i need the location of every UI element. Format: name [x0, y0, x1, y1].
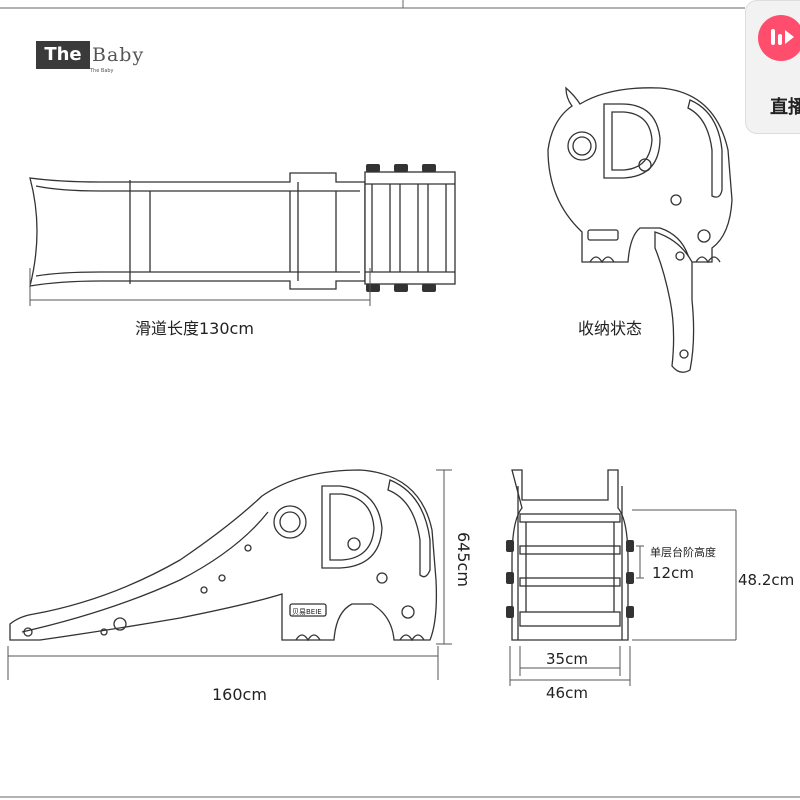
ladder-height-label: 48.2cm [738, 571, 794, 589]
step-height-value: 12cm [652, 564, 694, 582]
live-stream-label[interactable]: 直播 [770, 97, 800, 118]
slide-length-label: 滑道长度130cm [135, 319, 254, 338]
overall-height-label: 645cm [454, 532, 473, 587]
step-height-label: 单层台阶高度 [650, 545, 716, 559]
side-elephant-drawing [9, 469, 438, 642]
live-stream-icon[interactable] [758, 15, 800, 61]
logo-word: Baby [92, 44, 145, 66]
front-ladder-drawing [506, 469, 634, 641]
side-view-dimension-lines [7, 469, 452, 680]
front-view-dimension-lines [509, 509, 737, 686]
folded-state-label: 收纳状态 [578, 319, 642, 338]
folded-elephant-drawing [547, 86, 733, 373]
inner-width-label: 35cm [546, 650, 588, 668]
overall-length-label: 160cm [212, 685, 267, 704]
top-view-drawing [29, 164, 456, 292]
logo-subtext: The Baby [90, 68, 114, 74]
outer-width-label: 46cm [546, 684, 588, 702]
top-view-dimension-line [29, 268, 371, 306]
brand-logo: The Baby The Baby [28, 30, 148, 85]
live-stream-card[interactable]: 直播 [745, 0, 800, 134]
logo-dark-block: The [36, 41, 90, 69]
side-brand-text: 贝易BEIE [292, 608, 322, 616]
